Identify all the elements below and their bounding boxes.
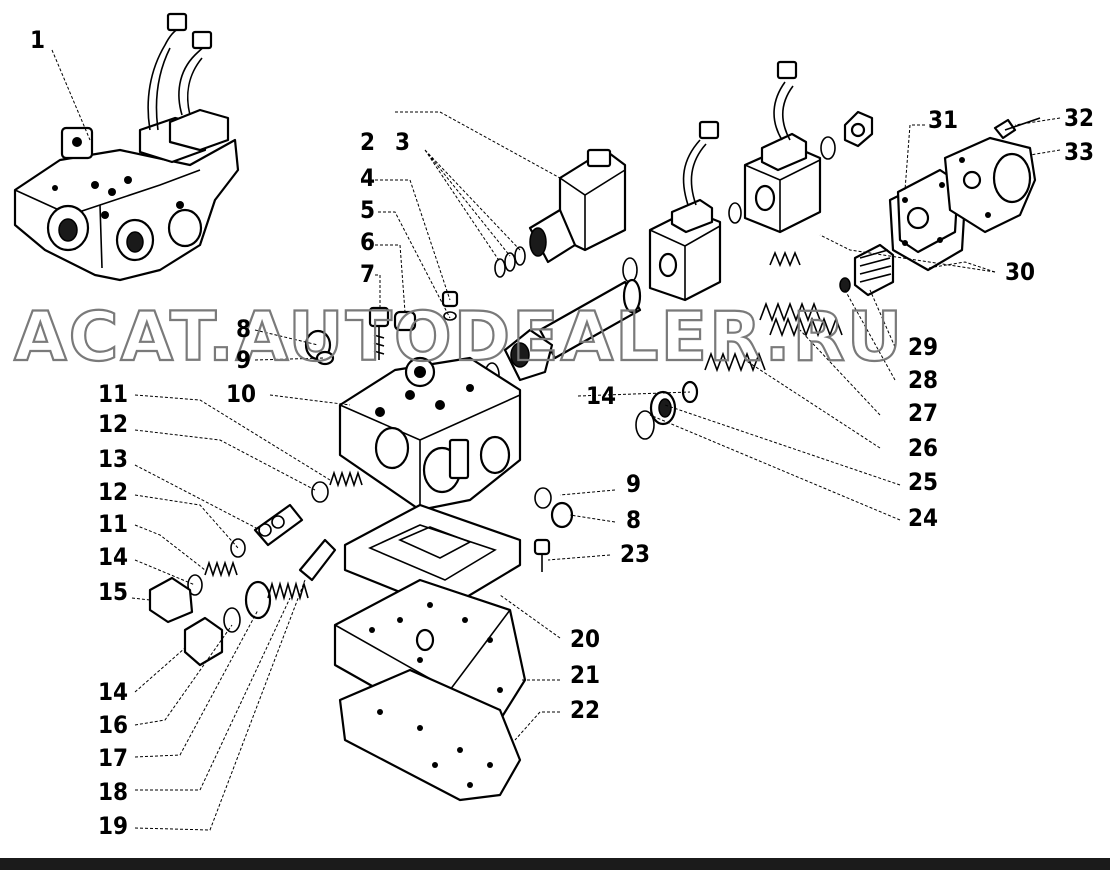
leader-lines bbox=[51, 49, 1061, 831]
callout-23: 23 bbox=[620, 540, 650, 568]
callout-33: 33 bbox=[1064, 138, 1094, 166]
callout-12b: 12 bbox=[98, 478, 128, 506]
watermark-text: ACAT.AUTODEALER.RU bbox=[14, 298, 904, 377]
callout-18: 18 bbox=[98, 778, 128, 806]
callout-25: 25 bbox=[908, 468, 938, 496]
callout-15: 15 bbox=[98, 578, 128, 606]
callout-7: 7 bbox=[360, 260, 375, 288]
callout-16: 16 bbox=[98, 711, 128, 739]
callout-28: 28 bbox=[908, 366, 938, 394]
callout-21: 21 bbox=[570, 661, 600, 689]
callout-9b: 9 bbox=[626, 470, 641, 498]
callout-10: 10 bbox=[226, 380, 256, 408]
callout-27: 27 bbox=[908, 399, 938, 427]
part-left-stack bbox=[148, 470, 363, 667]
callout-20: 20 bbox=[570, 625, 600, 653]
part-solenoid-c bbox=[743, 60, 822, 234]
callout-14b: 14 bbox=[98, 678, 128, 706]
callout-30: 30 bbox=[1005, 258, 1035, 286]
callout-8a: 8 bbox=[236, 315, 251, 343]
callout-32: 32 bbox=[1064, 104, 1094, 132]
callout-14c: 14 bbox=[586, 382, 616, 410]
callout-17: 17 bbox=[98, 744, 128, 772]
callout-12a: 12 bbox=[98, 410, 128, 438]
part-valve-assembly bbox=[13, 12, 240, 282]
callout-11a: 11 bbox=[98, 380, 128, 408]
bottom-border-bar bbox=[0, 858, 1110, 870]
part-cartridge-tube bbox=[484, 278, 642, 388]
callout-2: 2 bbox=[360, 128, 375, 156]
callout-14a: 14 bbox=[98, 543, 128, 571]
part-solenoid-a bbox=[528, 148, 627, 264]
part-solenoid-b bbox=[648, 120, 722, 302]
part-gasket-plates bbox=[333, 487, 574, 802]
callout-numbers: 1 2 3 4 5 6 7 8 9 10 11 12 13 12 11 14 1… bbox=[30, 26, 1094, 840]
callout-13: 13 bbox=[98, 445, 128, 473]
part-seals-top bbox=[494, 110, 874, 283]
part-springs-right bbox=[635, 243, 895, 440]
callout-6: 6 bbox=[360, 228, 375, 256]
part-end-cover bbox=[888, 117, 1041, 272]
callout-3: 3 bbox=[395, 128, 410, 156]
callout-24: 24 bbox=[908, 504, 938, 532]
callout-19: 19 bbox=[98, 812, 128, 840]
callout-26: 26 bbox=[908, 434, 938, 462]
callout-9a: 9 bbox=[236, 346, 251, 374]
callout-1: 1 bbox=[30, 26, 45, 54]
part-valve-body bbox=[338, 356, 522, 512]
callout-31: 31 bbox=[928, 106, 958, 134]
callout-4: 4 bbox=[360, 164, 375, 192]
callout-8b: 8 bbox=[626, 506, 641, 534]
callout-5: 5 bbox=[360, 196, 375, 224]
callout-22: 22 bbox=[570, 696, 600, 724]
callout-29: 29 bbox=[908, 333, 938, 361]
callout-11b: 11 bbox=[98, 510, 128, 538]
